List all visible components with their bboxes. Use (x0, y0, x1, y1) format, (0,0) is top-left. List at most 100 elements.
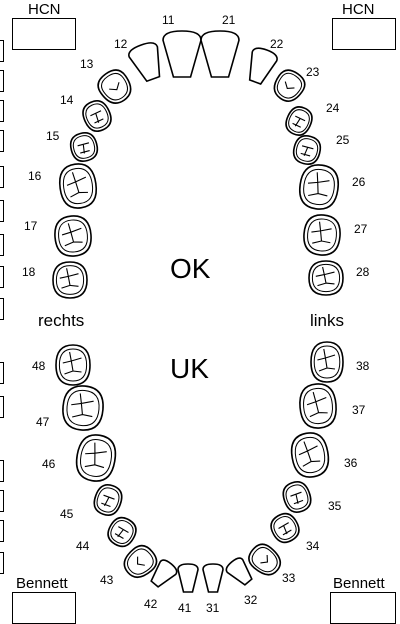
lower-tooth-47[interactable] (61, 384, 105, 431)
lower-tooth-36[interactable] (288, 430, 331, 480)
side-field-9[interactable] (0, 298, 4, 320)
lower-tooth-41[interactable] (177, 563, 199, 593)
side-field-15[interactable] (0, 552, 4, 574)
tooth-inner-outline (273, 515, 297, 541)
tooth-inner-outline (110, 519, 134, 545)
lower-tooth-number-47: 47 (36, 415, 50, 429)
lower-tooth-number-46: 46 (42, 457, 56, 471)
hcn-left-field[interactable] (332, 18, 396, 50)
upper-tooth-14[interactable] (79, 97, 115, 135)
upper-tooth-18[interactable] (52, 261, 88, 299)
lower-tooth-number-48: 48 (32, 359, 46, 373)
upper-tooth-number-17: 17 (24, 219, 38, 233)
tooth-inner-outline (311, 263, 341, 293)
side-field-4[interactable] (0, 130, 4, 152)
lower-tooth-44[interactable] (104, 513, 141, 550)
side-field-8[interactable] (0, 266, 4, 288)
lower-tooth-number-36: 36 (344, 456, 358, 470)
tooth-fissure (84, 442, 107, 469)
tooth-fissure (101, 494, 115, 508)
tooth-inner-outline (62, 167, 94, 205)
lower-tooth-number-43: 43 (100, 573, 114, 587)
lower-tooth-46[interactable] (73, 432, 118, 484)
lower-tooth-34[interactable] (267, 509, 304, 546)
tooth-outline (162, 30, 202, 78)
tooth-fissure (315, 266, 335, 287)
upper-tooth-27[interactable] (302, 214, 341, 257)
upper-tooth-25[interactable] (291, 133, 323, 167)
upper-tooth-11[interactable] (162, 30, 202, 78)
upper-tooth-number-25: 25 (336, 133, 350, 147)
upper-tooth-15[interactable] (68, 130, 100, 164)
side-field-13[interactable] (0, 490, 4, 512)
upper-tooth-12[interactable] (127, 40, 168, 84)
tooth-inner-outline (251, 546, 278, 573)
upper-tooth-number-28: 28 (356, 265, 370, 279)
lower-tooth-43[interactable] (119, 541, 162, 583)
side-field-10[interactable] (0, 362, 4, 384)
tooth-outline (248, 543, 282, 576)
lower-tooth-38[interactable] (310, 341, 344, 383)
tooth-inner-outline (313, 345, 341, 379)
side-field-11[interactable] (0, 396, 4, 418)
side-field-6[interactable] (0, 200, 4, 222)
upper-tooth-17[interactable] (53, 215, 92, 258)
tooth-fissure (290, 491, 304, 505)
bennett-label-right: Bennett (16, 575, 68, 592)
tooth-fissure (306, 391, 328, 418)
side-field-7[interactable] (0, 234, 4, 256)
upper-tooth-13[interactable] (94, 65, 137, 108)
tooth-inner-outline (58, 219, 88, 253)
upper-tooth-number-13: 13 (80, 57, 94, 71)
upper-jaw-label: OK (170, 253, 211, 284)
tooth-fissure (59, 268, 79, 289)
tooth-outline (55, 344, 91, 386)
tooth-fissure (300, 145, 314, 157)
lower-tooth-42[interactable] (147, 558, 179, 591)
upper-tooth-number-22: 22 (270, 37, 284, 51)
lower-tooth-32[interactable] (224, 556, 256, 589)
tooth-outline (128, 42, 161, 83)
tooth-outline (200, 30, 240, 78)
side-field-14[interactable] (0, 520, 4, 542)
tooth-fissure (77, 142, 90, 154)
tooth-inner-outline (288, 109, 310, 133)
upper-tooth-21[interactable] (200, 30, 240, 78)
side-field-1[interactable] (0, 40, 4, 62)
tooth-outline (303, 214, 341, 256)
upper-tooth-number-24: 24 (326, 101, 340, 115)
lower-tooth-37[interactable] (298, 383, 338, 430)
tooth-fissure (298, 441, 321, 467)
upper-tooth-28[interactable] (308, 260, 344, 296)
hcn-right-field[interactable] (12, 18, 76, 50)
lower-tooth-33[interactable] (244, 540, 285, 580)
upper-tooth-22[interactable] (243, 46, 279, 87)
upper-tooth-26[interactable] (297, 163, 341, 212)
tooth-fissure (61, 223, 83, 247)
tooth-inner-outline (58, 348, 88, 382)
bennett-left-field[interactable] (330, 592, 396, 624)
right-side-label: rechts (38, 311, 84, 330)
tooth-fissure (90, 110, 104, 124)
tooth-inner-outline (303, 168, 335, 206)
upper-tooth-number-23: 23 (306, 65, 320, 79)
lower-tooth-35[interactable] (280, 478, 315, 515)
side-field-3[interactable] (0, 100, 4, 122)
lower-tooth-31[interactable] (202, 563, 224, 593)
upper-tooth-number-11: 11 (162, 13, 175, 27)
tooth-inner-outline (126, 548, 154, 575)
upper-tooth-24[interactable] (282, 103, 316, 139)
upper-tooth-number-14: 14 (60, 93, 74, 107)
lower-tooth-45[interactable] (91, 481, 126, 518)
tooth-fissure (71, 393, 94, 418)
side-field-2[interactable] (0, 70, 4, 92)
side-field-5[interactable] (0, 166, 4, 188)
tooth-fissure (66, 172, 88, 198)
upper-tooth-number-27: 27 (354, 222, 368, 236)
side-field-12[interactable] (0, 460, 4, 482)
tooth-outline (273, 69, 306, 102)
upper-tooth-23[interactable] (269, 66, 309, 107)
upper-tooth-16[interactable] (57, 162, 99, 211)
tooth-inner-outline (307, 218, 337, 252)
lower-tooth-48[interactable] (55, 344, 91, 386)
